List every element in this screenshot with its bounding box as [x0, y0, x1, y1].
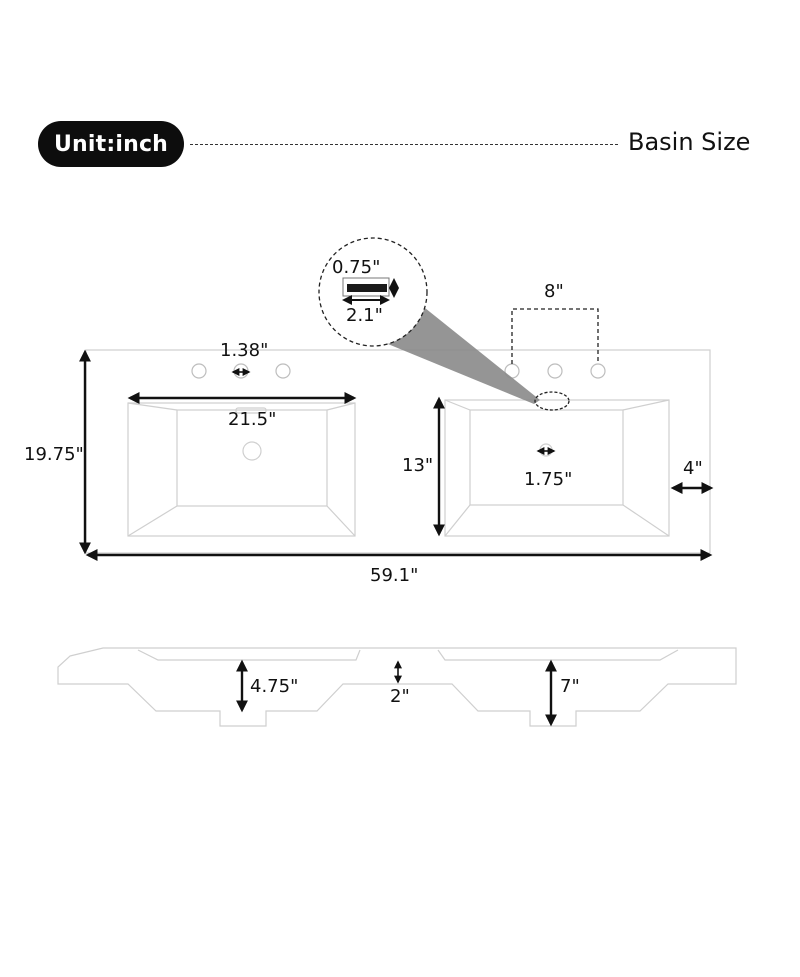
overflow-height-label: 0.75" [332, 257, 381, 278]
overflow-slot-detail [342, 277, 399, 305]
faucet-spread-bracket [511, 308, 599, 364]
unit-badge: Unit:inch [38, 121, 184, 167]
overflow-width-label: 2.1" [346, 305, 383, 326]
faucet-holes-left [191, 363, 291, 379]
basin-length-label: 13" [402, 455, 434, 476]
faucet-holes-right [504, 363, 606, 379]
deck-thickness-label: 2" [390, 686, 410, 707]
drain-diameter-label: 1.75" [524, 469, 573, 490]
overflow-marker [534, 391, 570, 411]
diagram-title: Basin Size [628, 128, 751, 156]
countertop-outline [85, 349, 711, 554]
overall-width-label: 59.1" [370, 565, 419, 586]
hole-diameter-label: 1.38" [220, 340, 269, 361]
basin-depth-front-label: 4.75" [250, 676, 299, 697]
edge-margin-label: 4" [683, 458, 703, 479]
basin-width-label: 21.5" [228, 409, 277, 430]
faucet-spread-label: 8" [544, 281, 564, 302]
depth-total-label: 19.75" [24, 444, 84, 465]
right-basin [444, 399, 670, 537]
header-dashed-line [190, 144, 618, 145]
side-view-profile [57, 647, 737, 727]
basin-depth-total-label: 7" [560, 676, 580, 697]
overflow-callout-beam [383, 308, 540, 404]
